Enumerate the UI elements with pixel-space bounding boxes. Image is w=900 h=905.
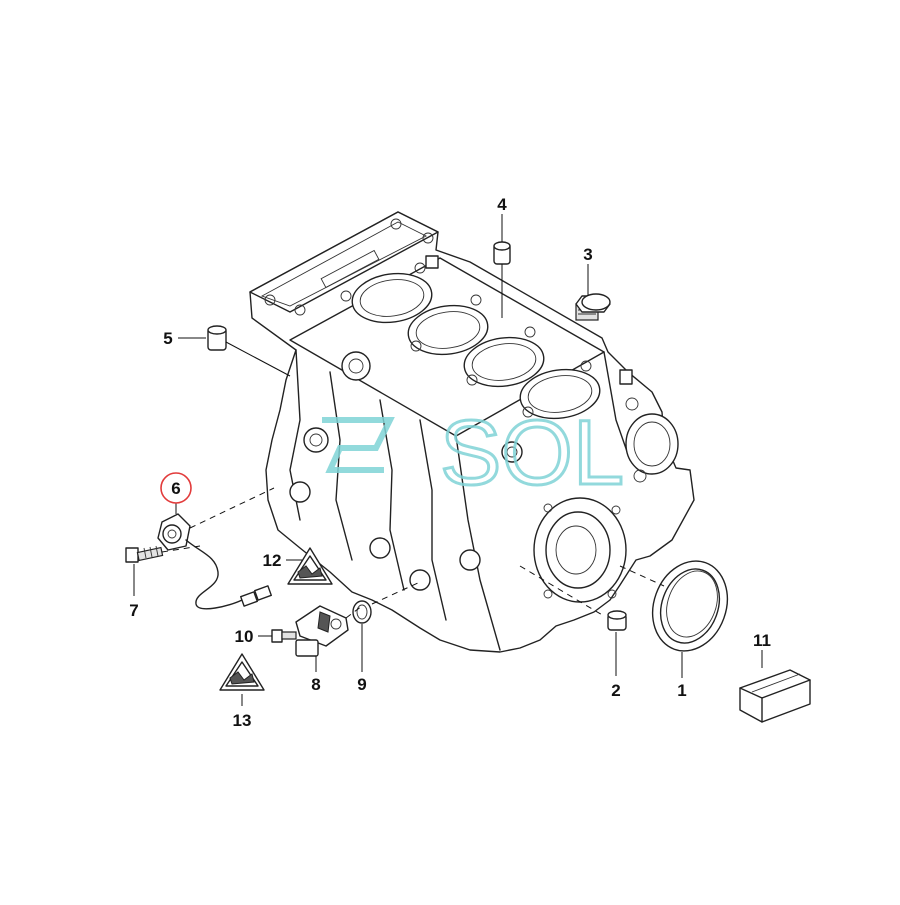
callout-labels: 1 2 3 4 5 6 7 8 9 10 11 12 13 bbox=[129, 195, 771, 730]
highlight-ring bbox=[160, 472, 192, 504]
part-screw-plug bbox=[575, 293, 611, 321]
leader-lines bbox=[133, 214, 763, 706]
callout-9: 9 bbox=[357, 675, 366, 694]
callout-1: 1 bbox=[677, 681, 686, 700]
callout-13: 13 bbox=[233, 711, 252, 730]
callout-10: 10 bbox=[235, 627, 254, 646]
callout-4: 4 bbox=[497, 195, 507, 214]
warning-triangle-13 bbox=[219, 653, 265, 691]
part-dowel-sleeve-4 bbox=[493, 241, 511, 265]
watermark-text: SOL bbox=[440, 402, 624, 504]
part-knock-sensor bbox=[157, 513, 272, 610]
engine-block bbox=[249, 211, 695, 653]
callout-3: 3 bbox=[583, 245, 592, 264]
part-dowel-sleeve-5 bbox=[207, 325, 227, 351]
part-crank-sensor bbox=[295, 605, 349, 657]
callout-7: 7 bbox=[129, 601, 138, 620]
callout-12: 12 bbox=[263, 551, 282, 570]
warning-triangle-12 bbox=[287, 547, 333, 585]
watermark-logo-icon bbox=[322, 417, 395, 473]
callout-5: 5 bbox=[163, 329, 172, 348]
callout-8: 8 bbox=[311, 675, 320, 694]
part-seal-ring bbox=[352, 600, 372, 624]
callout-11: 11 bbox=[753, 631, 771, 650]
part-crankshaft-seal bbox=[651, 560, 729, 652]
callout-6: 6 bbox=[171, 479, 180, 498]
part-box bbox=[739, 669, 811, 723]
part-dowel-sleeve-2 bbox=[607, 610, 627, 631]
part-bolt-7 bbox=[125, 545, 164, 563]
part-bolt-10 bbox=[271, 629, 297, 643]
callout-2: 2 bbox=[611, 681, 620, 700]
